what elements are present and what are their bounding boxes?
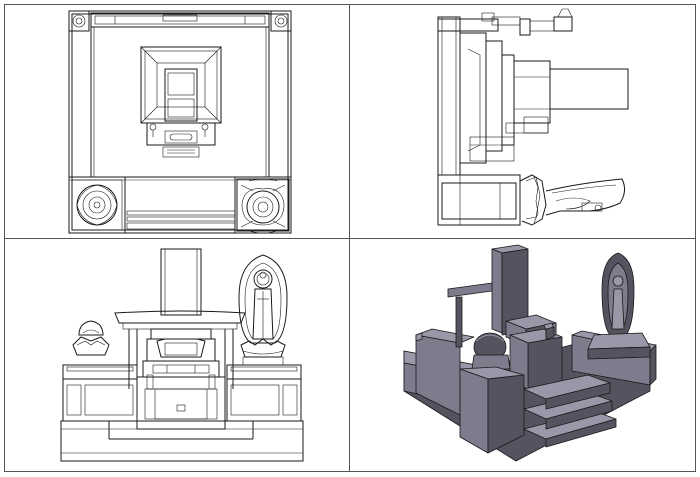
viewport-front[interactable]: [5, 239, 349, 471]
perspective-view-drawing: [403, 244, 657, 462]
viewport-top[interactable]: [5, 5, 349, 238]
front-view-drawing: [60, 248, 304, 462]
side-view-drawing: [437, 8, 629, 226]
top-view-drawing: [68, 10, 292, 234]
viewport-side[interactable]: [350, 5, 695, 238]
viewport-perspective[interactable]: [350, 239, 695, 471]
